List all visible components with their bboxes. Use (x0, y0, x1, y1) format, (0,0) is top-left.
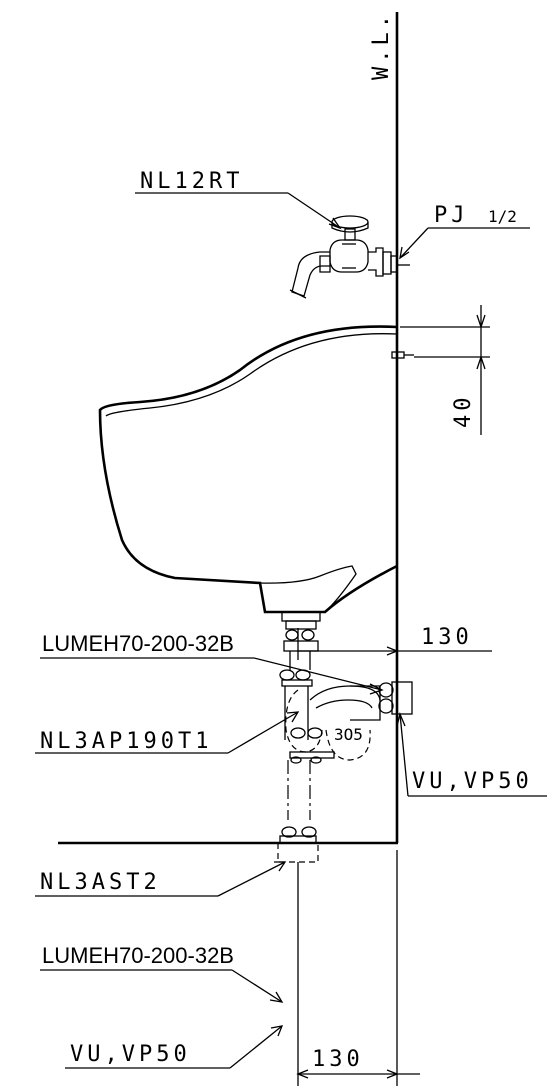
leader-drain-wall: VU,VP50 (396, 711, 547, 797)
dimension-40: 40 (400, 305, 490, 435)
basin-icon (98, 325, 414, 614)
dimension-130-wall: 130 (297, 625, 492, 660)
leader-elbow-bottom: LUMEH70-200-32B (40, 943, 284, 1003)
faucet-label: NL12RT (140, 169, 243, 194)
leader-trap: NL3AP190T1 (35, 711, 300, 754)
drain-wall-label: VU,VP50 (412, 769, 533, 794)
supply-fraction: 1/2 (488, 207, 517, 226)
tube-label: NL3AST2 (40, 870, 161, 895)
svg-text:3O5: 3O5 (334, 725, 363, 744)
trap-label: NL3AP190T1 (40, 729, 212, 754)
leader-drain-floor: VU,VP50 (65, 1025, 284, 1069)
leader-elbow-top: LUMEH70-200-32B (40, 631, 384, 695)
elbow-bottom-label: LUMEH70-200-32B (42, 943, 234, 968)
elbow-top-label: LUMEH70-200-32B (42, 631, 234, 656)
faucet-icon (289, 215, 410, 299)
dimension-40-label: 40 (451, 394, 476, 429)
leader-supply: PJ 1/2 (399, 203, 530, 260)
leader-faucet: NL12RT (135, 169, 342, 230)
dimension-130-wall-label: 130 (421, 625, 473, 650)
wall-line-label: W.L. (369, 11, 394, 80)
drain-trap-icon: 3O5 (277, 611, 413, 863)
leader-tube: NL3AST2 (35, 861, 287, 897)
drain-floor-label: VU,VP50 (70, 1042, 191, 1067)
supply-label: PJ (434, 203, 469, 228)
dimension-130-floor-label: 130 (312, 1047, 364, 1072)
dimension-130-floor: 130 (296, 850, 420, 1086)
